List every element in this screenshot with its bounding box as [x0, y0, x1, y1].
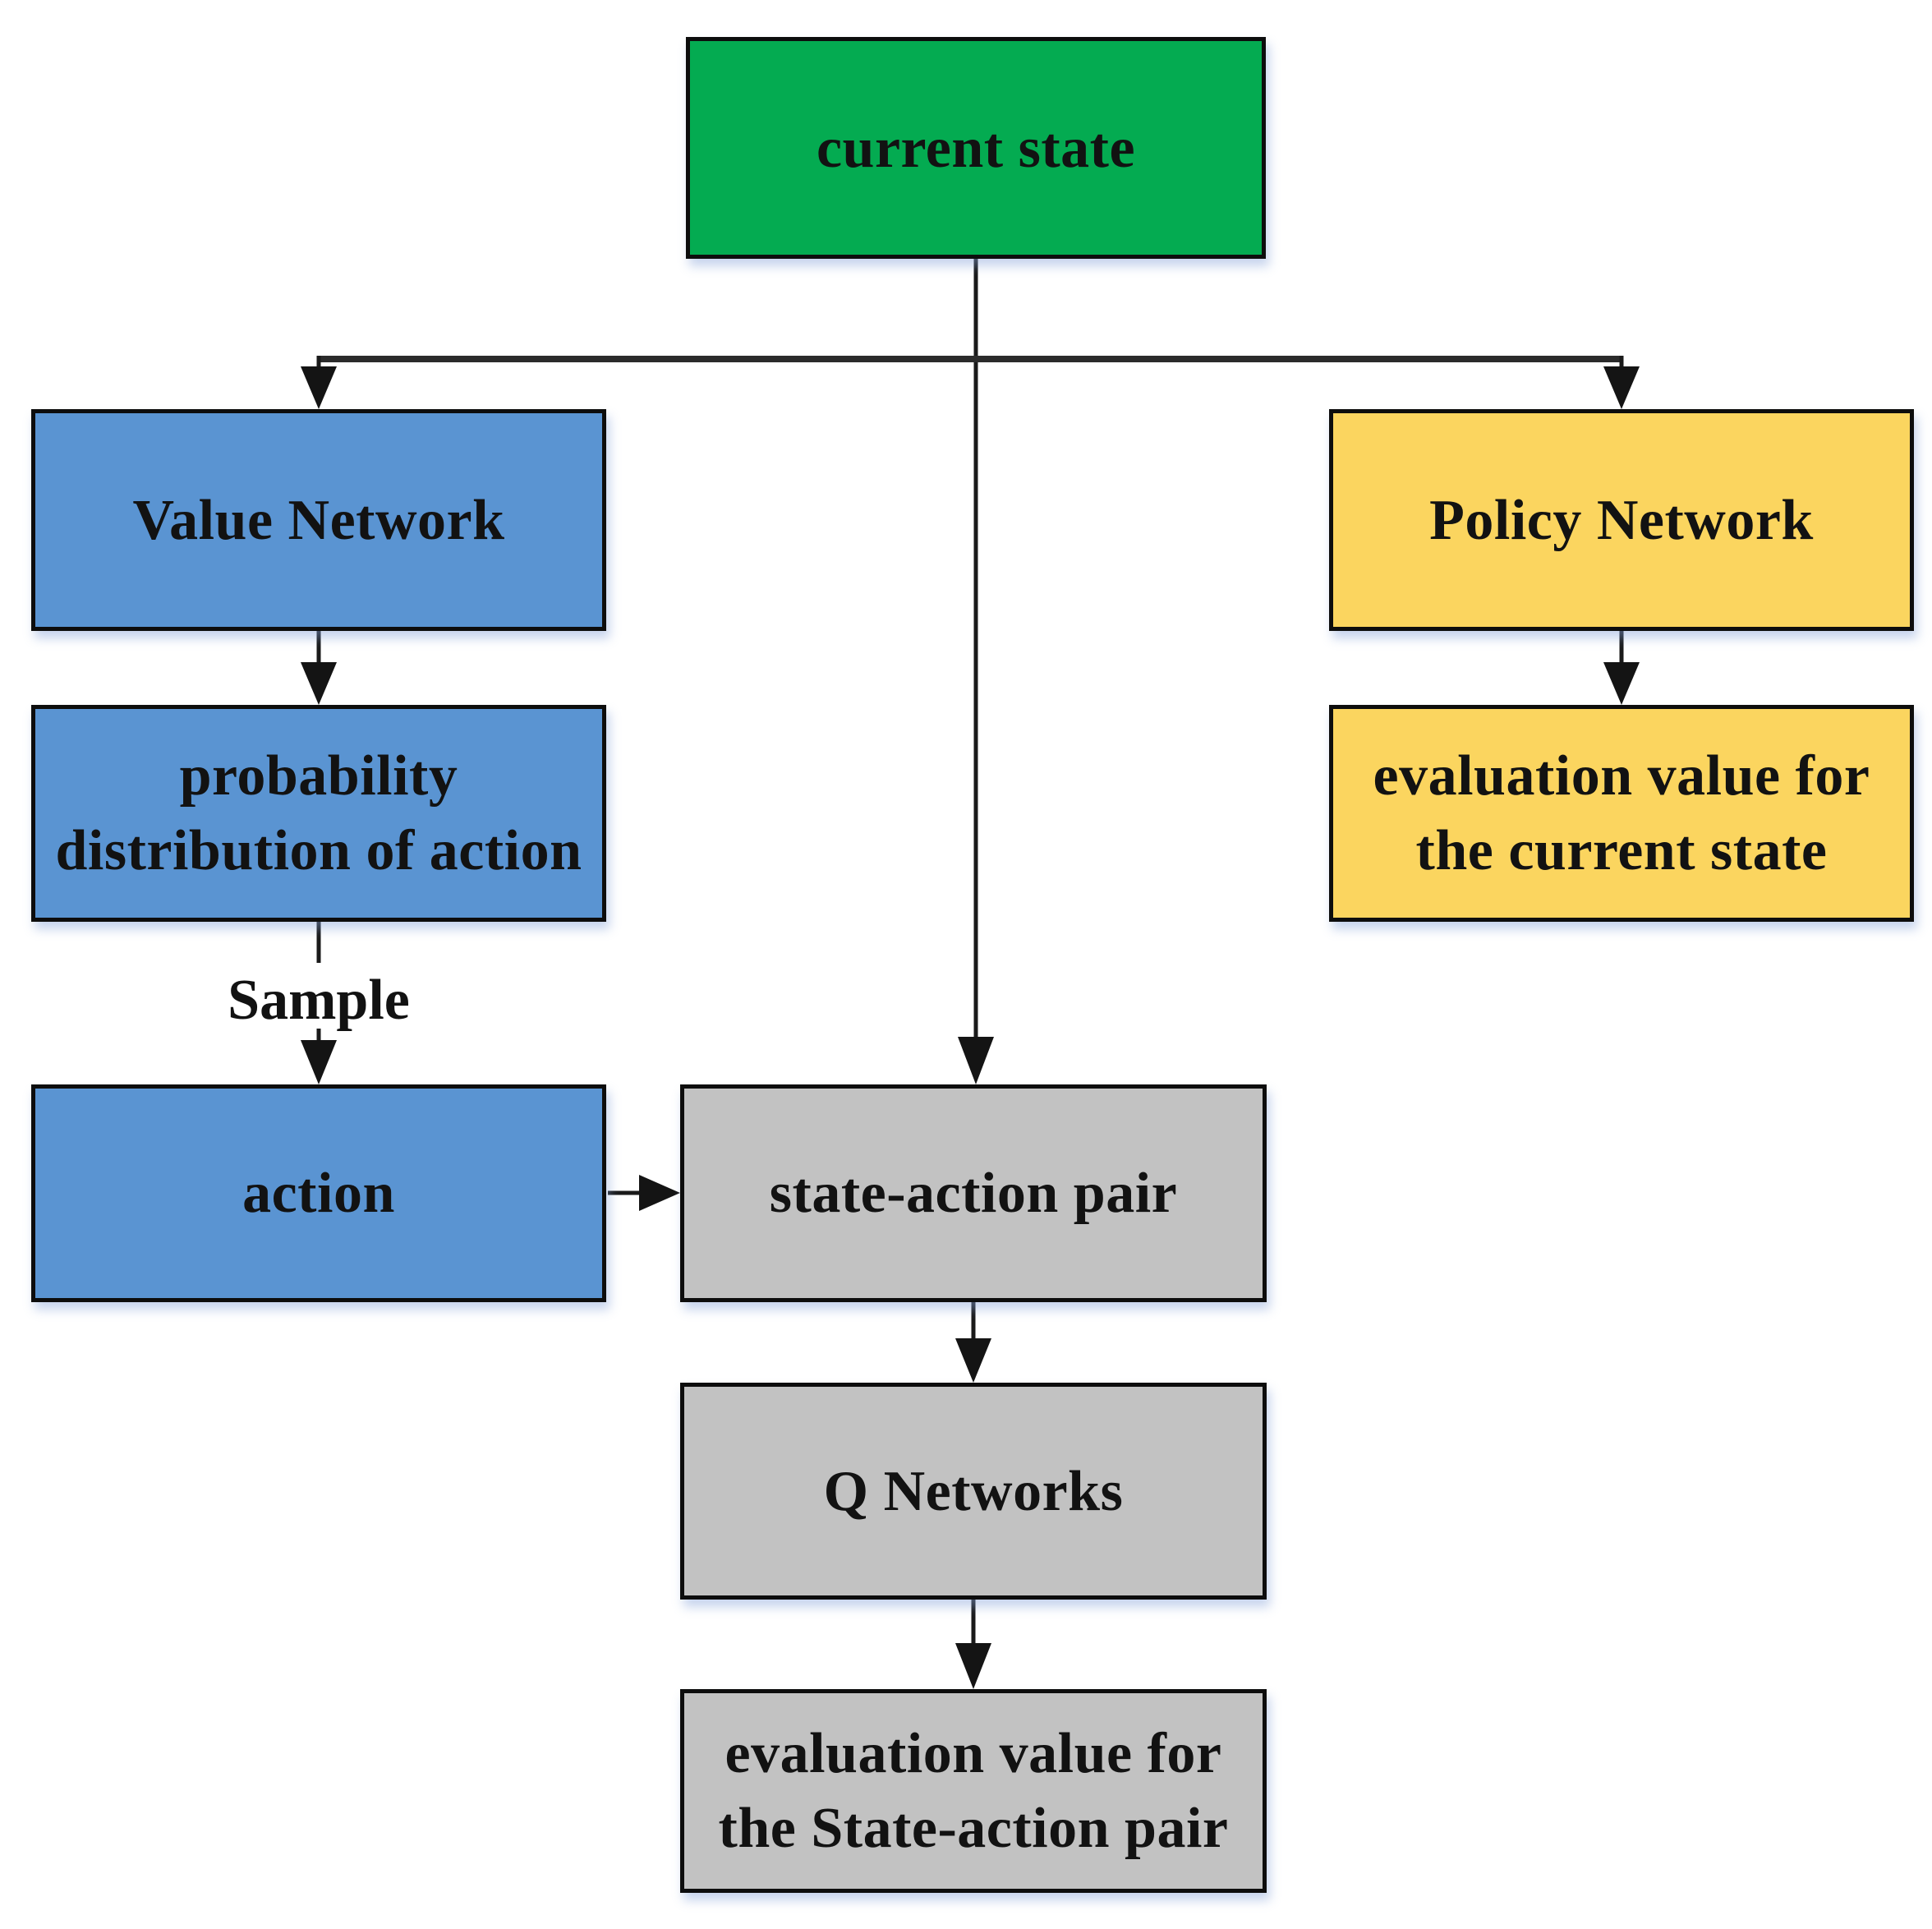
node-state-action-pair: state-action pair [680, 1084, 1267, 1302]
arrow-action-to-state-action-pair [608, 1175, 680, 1211]
arrow-current-to-state-action-pair [958, 257, 994, 1084]
node-evaluation-current-state: evaluation value for the current state [1329, 705, 1914, 922]
node-evaluation-state-action-pair: evaluation value for the State-action pa… [680, 1689, 1267, 1893]
node-action: action [31, 1084, 606, 1302]
arrow-current-to-value-network [301, 356, 337, 409]
node-policy-network: Policy Network [1329, 409, 1914, 631]
arrow-policy-to-evaluation [1603, 631, 1640, 705]
node-value-network: Value Network [31, 409, 606, 631]
arrow-value-to-probability [301, 631, 337, 705]
node-probability-distribution: probability distribution of action [31, 705, 606, 922]
arrow-current-to-policy-network [1603, 356, 1640, 409]
edge-label-sample: Sample [228, 969, 410, 1032]
arrow-q-networks-to-evaluation [955, 1600, 991, 1689]
node-current-state: current state [686, 37, 1266, 259]
arrow-state-action-to-q-networks [955, 1302, 991, 1383]
node-q-networks: Q Networks [680, 1383, 1267, 1600]
